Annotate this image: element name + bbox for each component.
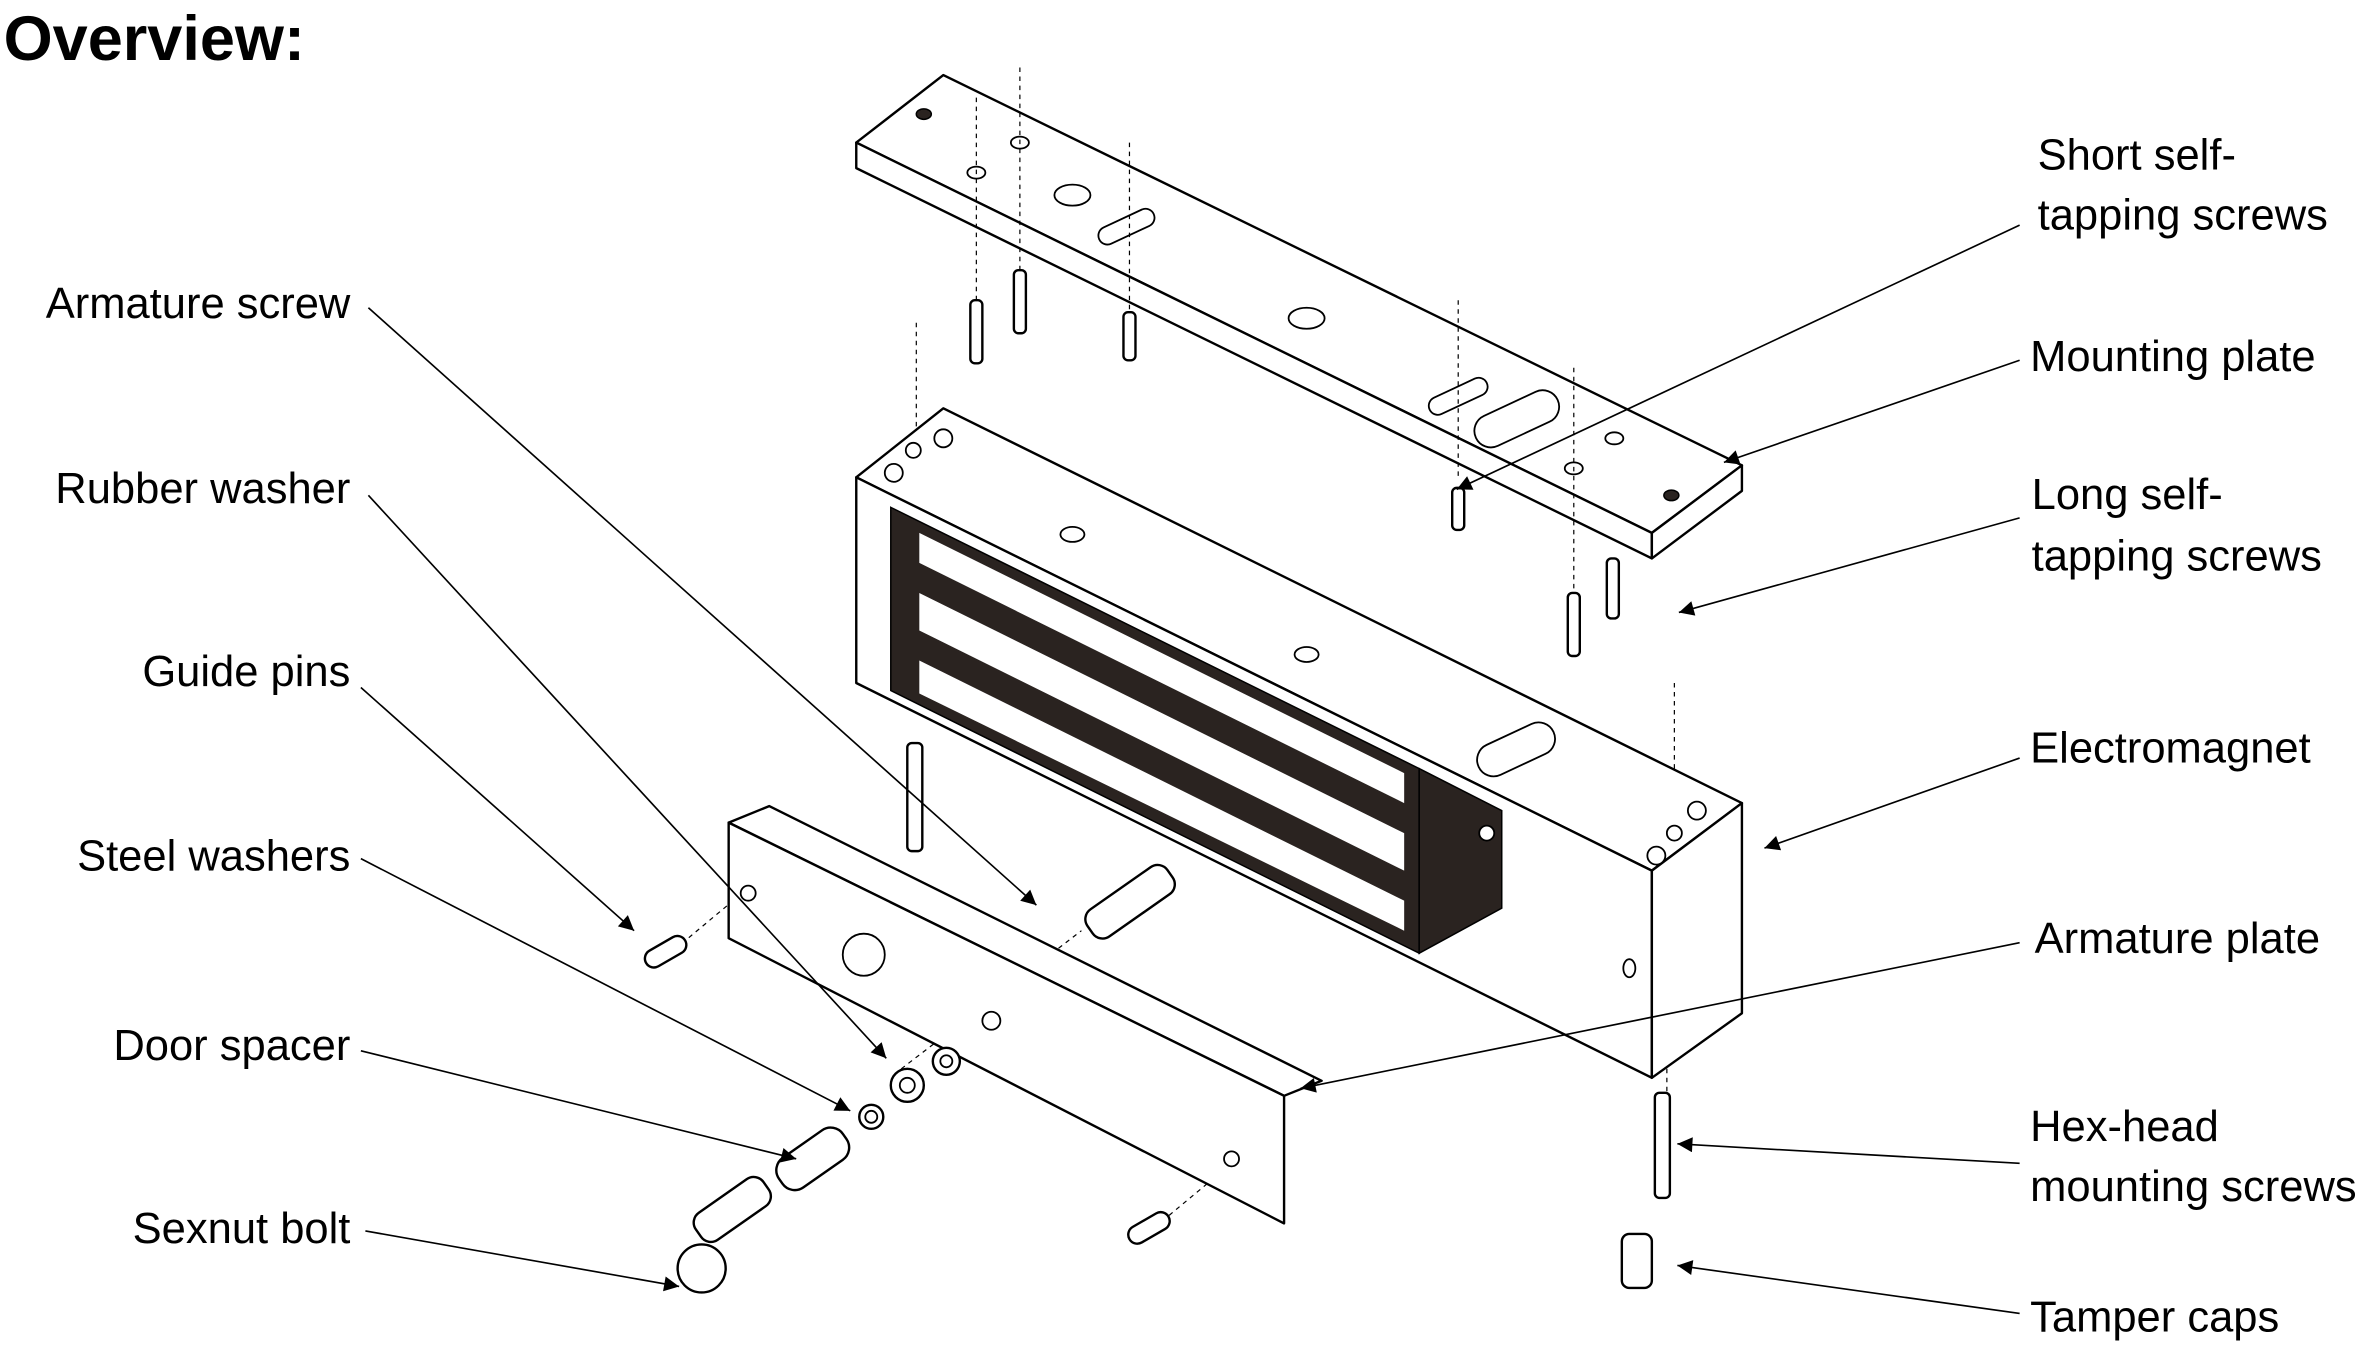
label-short-screws-line1: Short self-: [2038, 132, 2236, 180]
label-hex-head-line2: mounting screws: [2030, 1163, 2355, 1211]
short-screws: [969, 268, 1466, 532]
small-parts: [643, 863, 1176, 1294]
label-tamper-caps: Tamper caps: [2030, 1293, 2279, 1341]
label-armature-plate: Armature plate: [2035, 915, 2320, 963]
electromagnet: [855, 407, 1744, 1080]
left-labels: Armature screw Rubber washer Guide pins …: [46, 280, 351, 1253]
mounting-plate: [855, 73, 1744, 560]
label-door-spacer: Door spacer: [113, 1022, 350, 1070]
label-short-screws-line2: tapping screws: [2038, 192, 2328, 240]
label-sexnut-bolt: Sexnut bolt: [133, 1205, 351, 1253]
label-electromagnet: Electromagnet: [2030, 725, 2311, 773]
label-rubber-washer: Rubber washer: [55, 465, 350, 513]
hex-head-screws: [906, 741, 1672, 1290]
long-screws: [1566, 557, 1621, 658]
label-armature-screw: Armature screw: [46, 280, 351, 328]
label-long-screws-line2: tapping screws: [2032, 532, 2322, 580]
page-title: Overview:: [4, 4, 305, 74]
right-labels: Short self- tapping screws Mounting plat…: [2030, 132, 2355, 1342]
armature-plate: [727, 804, 1323, 1225]
label-mounting-plate: Mounting plate: [2030, 333, 2315, 381]
label-long-screws-line1: Long self-: [2032, 471, 2223, 519]
leader-lines: [360, 224, 2020, 1315]
label-guide-pins: Guide pins: [142, 648, 350, 696]
label-steel-washers: Steel washers: [77, 833, 350, 881]
label-hex-head-line1: Hex-head: [2030, 1103, 2219, 1151]
